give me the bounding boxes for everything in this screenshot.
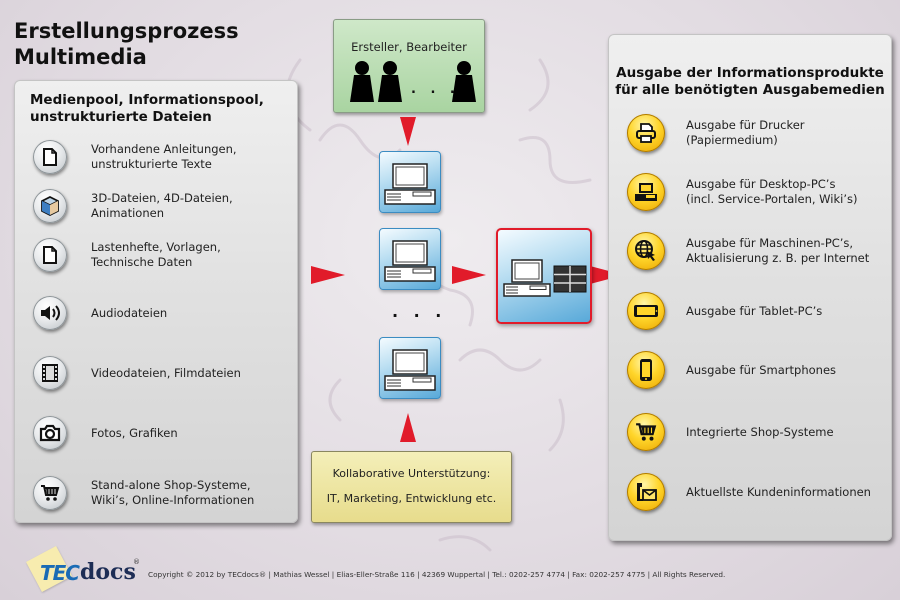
computer-icon: [384, 240, 436, 282]
person-icon: [350, 61, 374, 102]
tecdocs-logo: TEC docs ®: [26, 546, 140, 592]
media-item-specifications: Lastenhefte, Vorlagen, Technische Daten: [33, 235, 221, 275]
media-item-manuals: Vorhandene Anleitungen, unstrukturierte …: [33, 137, 237, 177]
arrow-right: [311, 266, 345, 284]
media-item-audio: Audiodateien: [33, 293, 167, 333]
copyright-notice: Copyright © 2012 by TECdocs® | Mathias W…: [148, 570, 726, 579]
output-item-tablet: Ausgabe für Tablet-PC’s: [627, 291, 822, 331]
creators-label: Ersteller, Bearbeiter: [351, 40, 467, 54]
output-item-machine-pc: Ausgabe für Maschinen-PC’s, Aktualisieru…: [627, 231, 869, 271]
film-icon: [33, 356, 67, 390]
arrow-right: [452, 266, 486, 284]
camera-icon: [33, 416, 67, 450]
arrow-up: [400, 413, 416, 442]
speaker-icon: [33, 296, 67, 330]
computer-icon: [384, 163, 436, 205]
desktop-pc-icon: [627, 173, 665, 211]
shopping-cart-icon: [627, 413, 665, 451]
cube-3d-icon: [33, 189, 67, 223]
output-panel: Ausgabe der Informationsprodukte für all…: [608, 34, 892, 541]
document-icon: [33, 238, 67, 272]
media-item-3d-files: 3D-Dateien, 4D-Dateien, Animationen: [33, 186, 233, 226]
output-item-smartphone: Ausgabe für Smartphones: [627, 350, 836, 390]
creators-box: Ersteller, Bearbeiter . . .: [333, 19, 485, 113]
computer-server-icon: [503, 259, 587, 297]
people-icons: [350, 61, 476, 102]
tablet-icon: [627, 292, 665, 330]
phone-mail-icon: [627, 473, 665, 511]
output-item-shop: Integrierte Shop-Systeme: [627, 412, 834, 452]
output-item-customer-info: Aktuellste Kundeninformationen: [627, 472, 871, 512]
output-heading: Ausgabe der Informationsprodukte für all…: [615, 65, 885, 98]
output-item-desktop: Ausgabe für Desktop-PC’s (incl. Service-…: [627, 172, 857, 212]
document-icon: [33, 140, 67, 174]
collaboration-departments: IT, Marketing, Entwicklung etc.: [326, 492, 497, 505]
creators-ellipsis: . . .: [411, 82, 460, 97]
media-pool-panel: Medienpool, Informationspool, unstruktur…: [14, 80, 298, 523]
output-item-printer: Ausgabe für Drucker (Papiermedium): [627, 113, 805, 153]
workstation-tile: [379, 337, 441, 399]
workstations-ellipsis: . . .: [392, 302, 447, 321]
computer-icon: [384, 349, 436, 391]
person-icon: [378, 61, 402, 102]
smartphone-icon: [627, 351, 665, 389]
media-item-photos: Fotos, Grafiken: [33, 413, 178, 453]
page-title: Erstellungsprozess Multimedia: [14, 19, 239, 69]
server-tile: [496, 228, 592, 324]
collaboration-box: Kollaborative Unterstützung: IT, Marketi…: [311, 451, 512, 523]
workstation-tile: [379, 151, 441, 213]
printer-icon: [627, 114, 665, 152]
person-icon: [452, 61, 476, 102]
media-item-shop-systems: Stand-alone Shop-Systeme, Wiki’s, Online…: [33, 473, 254, 513]
globe-cursor-icon: [627, 232, 665, 270]
collaboration-title: Kollaborative Unterstützung:: [332, 467, 491, 480]
media-pool-heading: Medienpool, Informationspool, unstruktur…: [30, 92, 264, 125]
workstation-tile: [379, 228, 441, 290]
shopping-cart-icon: [33, 476, 67, 510]
media-item-video: Videodateien, Filmdateien: [33, 353, 241, 393]
arrow-down: [400, 117, 416, 146]
